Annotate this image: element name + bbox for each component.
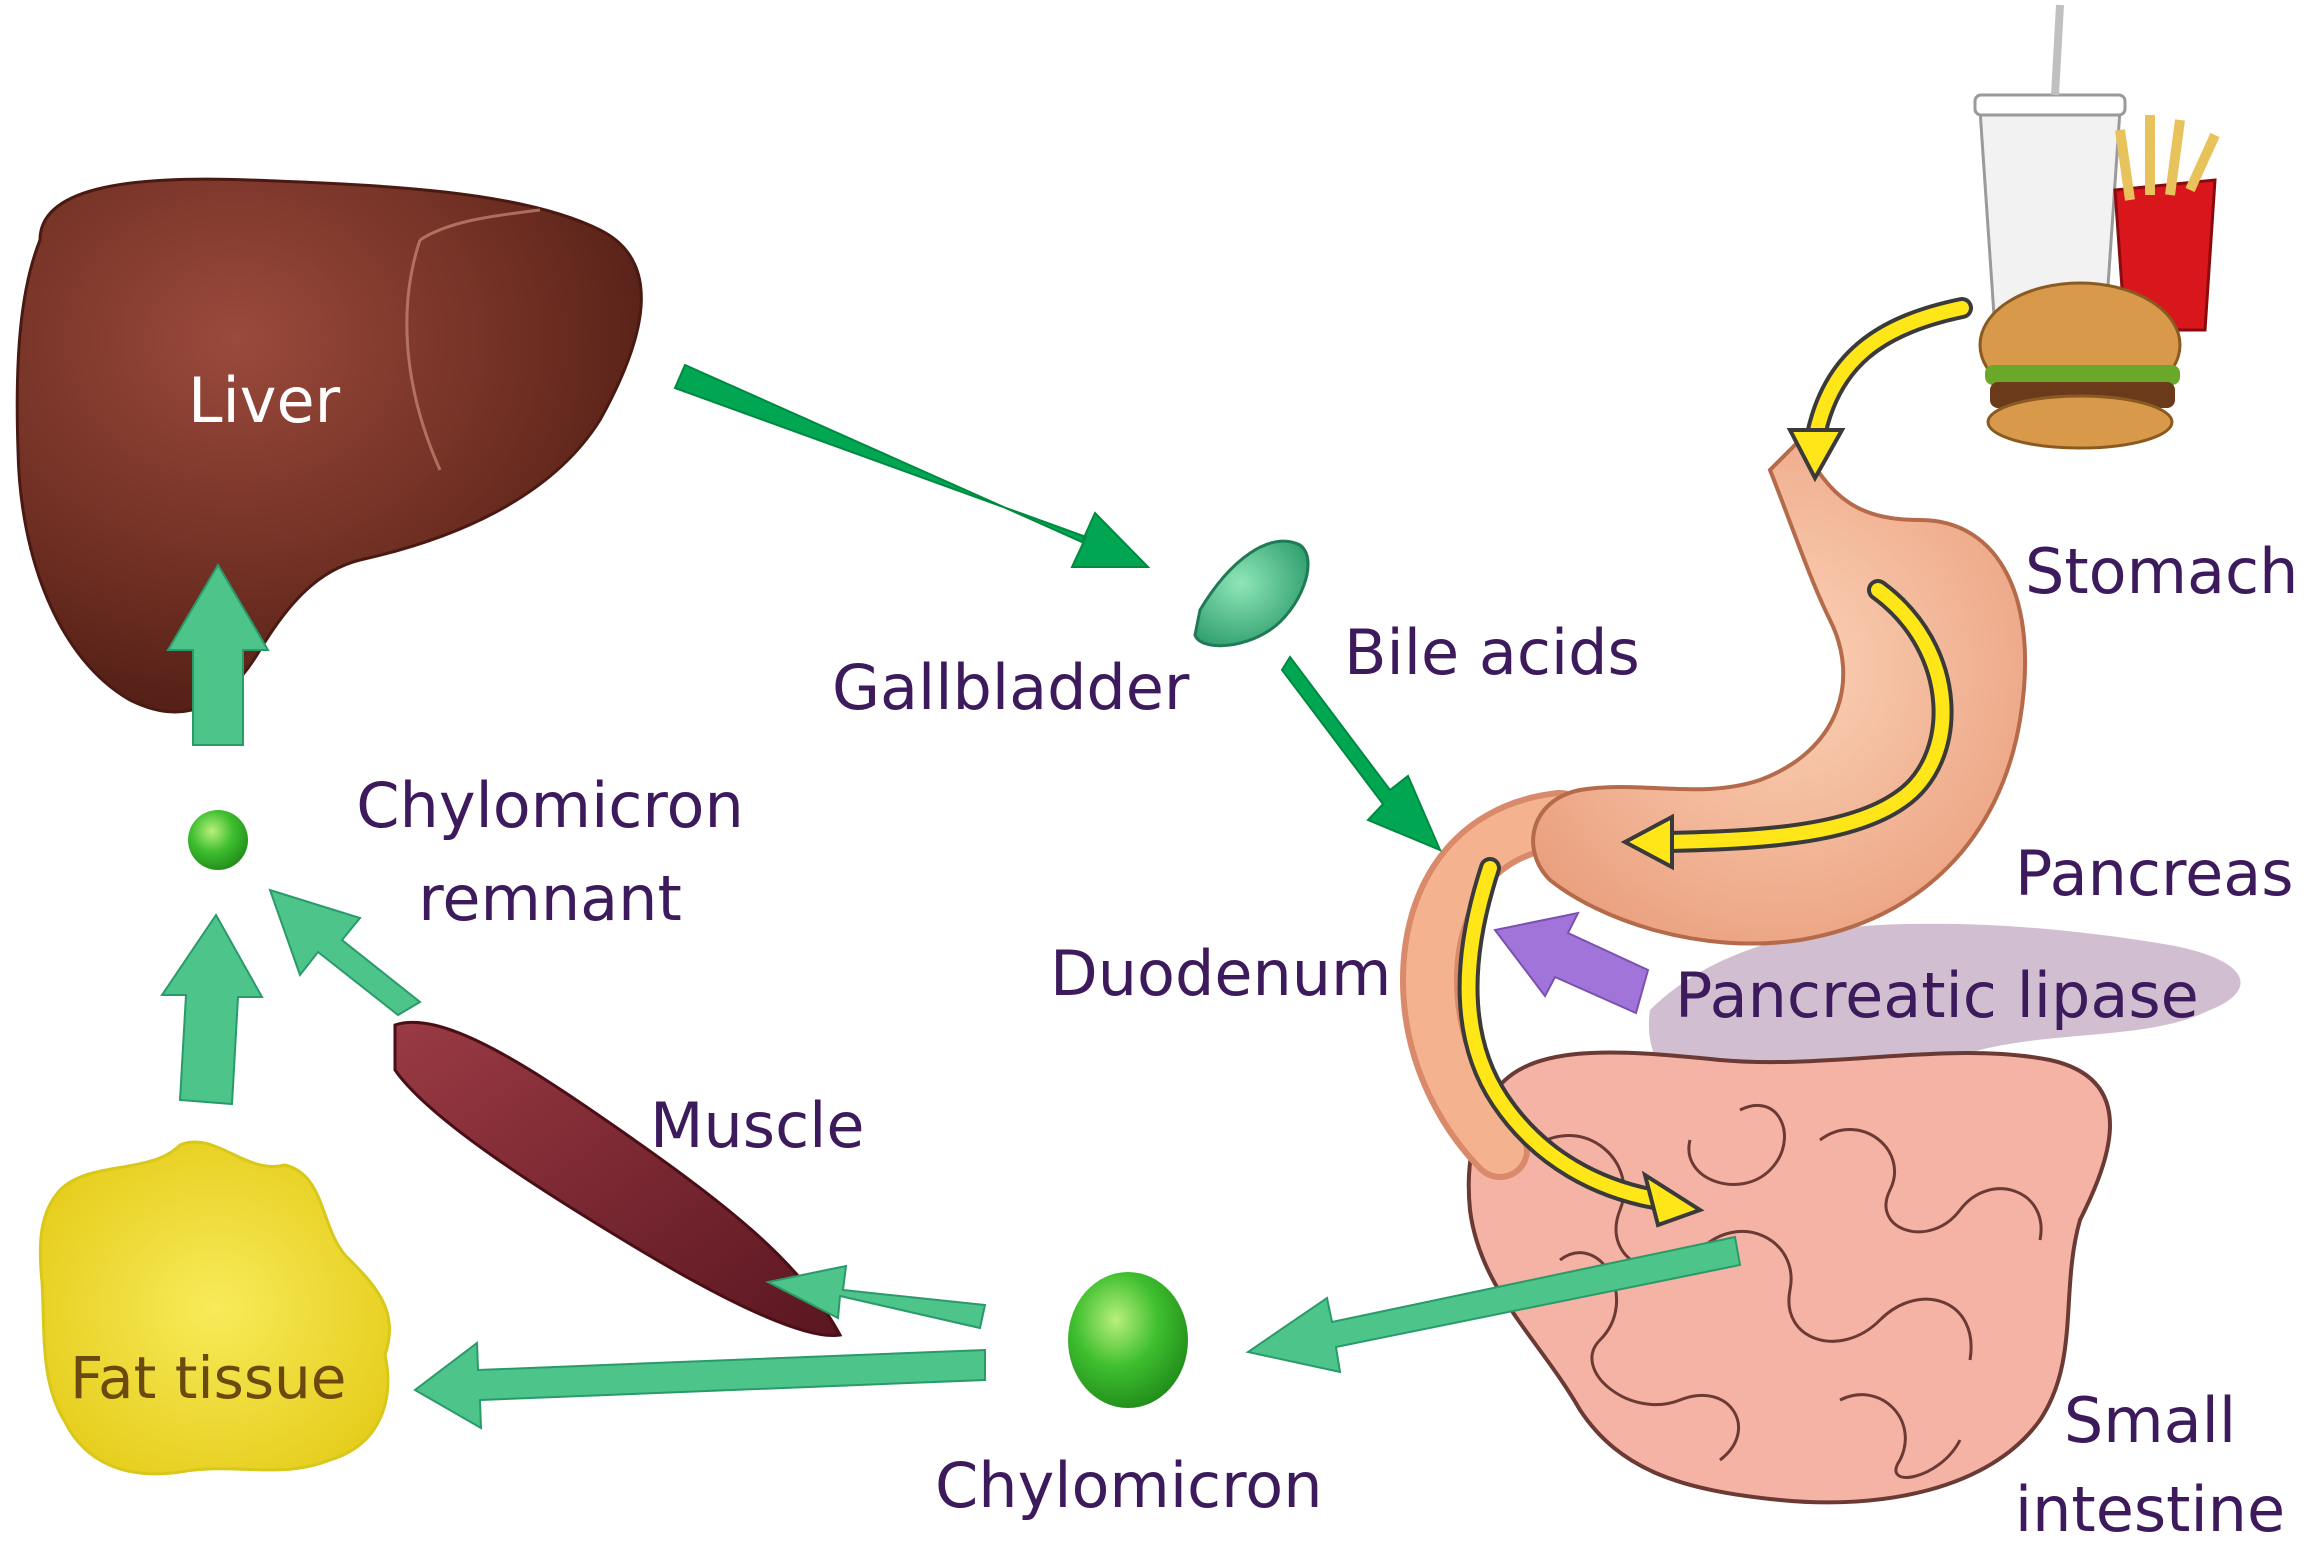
- bile-acids-arrow: [1280, 655, 1442, 852]
- chylomicron-to-muscle-arrow: [765, 1264, 987, 1330]
- fat-tissue-organ: [38, 1140, 391, 1476]
- bile-acids-label: Bile acids: [1344, 616, 1640, 689]
- yellow-flow-arrows: [1457, 297, 1973, 1228]
- chylomicron-remnant-line2: remnant: [418, 862, 682, 936]
- muscle-label: Muscle: [650, 1089, 865, 1162]
- liver-to-gallbladder-arrow: [673, 363, 1151, 568]
- remnant-to-liver-arrow: [166, 563, 270, 746]
- pancreatic-lipase-arrow: [1493, 911, 1650, 1015]
- fat-tissue-label: Fat tissue: [70, 1344, 347, 1412]
- small-intestine-line2: intestine: [2014, 1473, 2286, 1547]
- chylomicron-drop: [1068, 1272, 1188, 1408]
- stomach-label: Stomach: [2025, 535, 2299, 608]
- pancreatic-lipase-label: Pancreatic lipase: [1675, 959, 2199, 1032]
- gallbladder-label: Gallbladder: [832, 651, 1190, 724]
- chylomicron-remnant-line1: Chylomicron: [356, 769, 744, 842]
- intestine-to-chylomicron-arrow: [1245, 1235, 1742, 1374]
- muscle-to-remnant-arrow: [268, 888, 422, 1017]
- pancreas-label: Pancreas: [2015, 837, 2294, 910]
- liver-label: Liver: [188, 364, 341, 437]
- chylomicron-label: Chylomicron: [935, 1449, 1323, 1522]
- fries-icon: [2113, 115, 2220, 332]
- food-icon: [1973, 4, 2220, 450]
- small-intestine-line1: Small: [2063, 1384, 2237, 1457]
- small-intestine-label: Small intestine: [2000, 1385, 2300, 1546]
- chylomicron-remnant-label: Chylomicron remnant: [340, 770, 760, 935]
- fat-to-remnant-arrow: [160, 913, 264, 1106]
- gallbladder-organ: [1193, 539, 1310, 648]
- stomach-organ: [1399, 436, 2028, 1180]
- chylomicron-to-fat-arrow: [413, 1341, 986, 1430]
- duodenum-label: Duodenum: [1050, 937, 1392, 1010]
- muscle-organ: [393, 1020, 843, 1338]
- liver-organ: [15, 177, 643, 714]
- chylomicron-remnant-drop: [188, 810, 248, 870]
- burger-icon: [1978, 281, 2182, 450]
